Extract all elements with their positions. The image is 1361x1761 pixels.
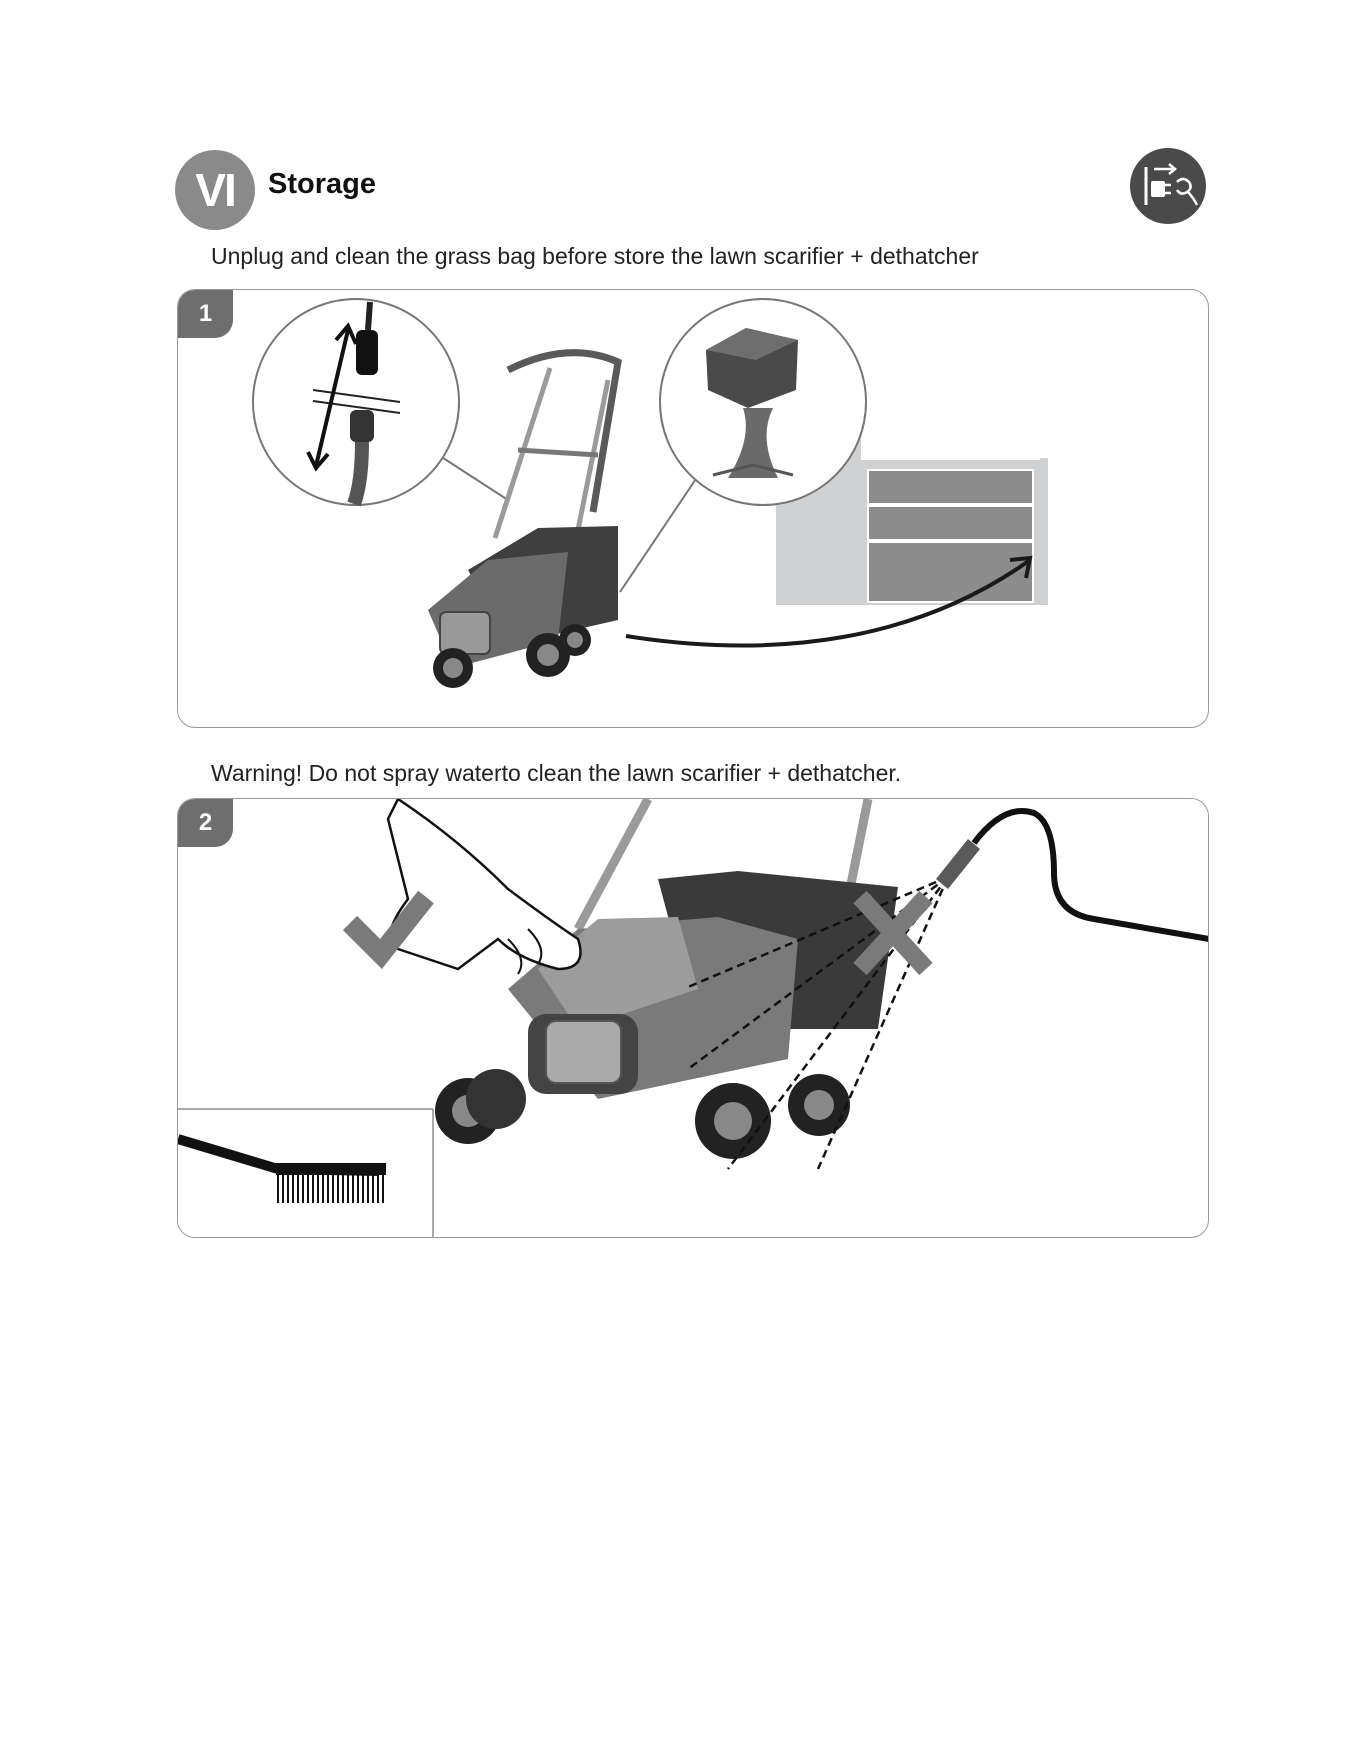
- hand-with-cloth: [388, 799, 581, 974]
- instruction-step-1: Unplug and clean the grass bag before st…: [211, 243, 979, 270]
- unplug-icon: [1129, 147, 1207, 225]
- cleaning-illustration: [178, 799, 1208, 1237]
- section-title: Storage: [268, 168, 376, 201]
- instruction-step-2: Warning! Do not spray waterto clean the …: [211, 760, 901, 787]
- plug-zoom-circle: [253, 299, 459, 505]
- step-1-panel: 1: [177, 289, 1209, 728]
- mower-graphic: [435, 799, 898, 1159]
- storage-illustration: [178, 290, 1208, 727]
- step-2-panel: 2: [177, 798, 1209, 1238]
- brush-inset: [178, 1109, 433, 1237]
- grass-bag-zoom-circle: [660, 299, 866, 505]
- hose-graphic: [936, 811, 1208, 939]
- section-badge: VI: [175, 150, 255, 230]
